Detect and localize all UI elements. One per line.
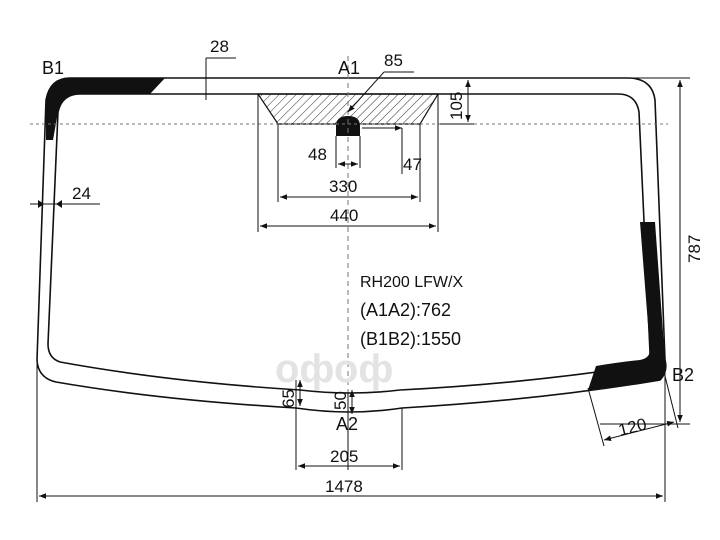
dim-50-label: 50 <box>331 391 350 410</box>
dim-85-label: 85 <box>384 51 403 70</box>
dim-65-label: 65 <box>279 389 298 408</box>
dim-28-label: 28 <box>210 37 229 56</box>
point-b2-label: B2 <box>672 365 694 385</box>
watermark-center: офоф <box>275 347 393 391</box>
dim-120-ext-right <box>663 371 679 429</box>
point-b1-label: B1 <box>42 58 64 78</box>
black-band-top-left <box>46 78 165 140</box>
dim-120-line <box>603 421 675 441</box>
dim-120-label: 120 <box>616 415 648 440</box>
point-a1-label: A1 <box>338 58 360 78</box>
black-band-bottom-right <box>588 222 666 390</box>
dim-48-label: 48 <box>308 145 327 164</box>
dim-1478-label: 1478 <box>325 477 363 496</box>
point-a2-label: A2 <box>336 414 358 434</box>
dim-440-label: 440 <box>330 206 358 225</box>
dim-47-label: 47 <box>403 155 422 174</box>
dim-85-leader <box>347 71 385 113</box>
dim-205-label: 205 <box>330 447 358 466</box>
dim-24-label: 24 <box>72 184 91 203</box>
mirror-mount <box>336 116 360 136</box>
dim-787-label: 787 <box>685 235 704 263</box>
dim-330-label: 330 <box>329 177 357 196</box>
model-code: RH200 LFW/X <box>360 274 463 291</box>
dim-120-ext-left <box>587 387 605 447</box>
dim-24-arrows <box>38 200 62 208</box>
b1b2-measure: (B1B2):1550 <box>360 329 461 349</box>
watermark-corner: Avito <box>640 500 714 533</box>
a1a2-measure: (A1A2):762 <box>360 300 451 320</box>
dim-105-label: 105 <box>447 92 466 120</box>
